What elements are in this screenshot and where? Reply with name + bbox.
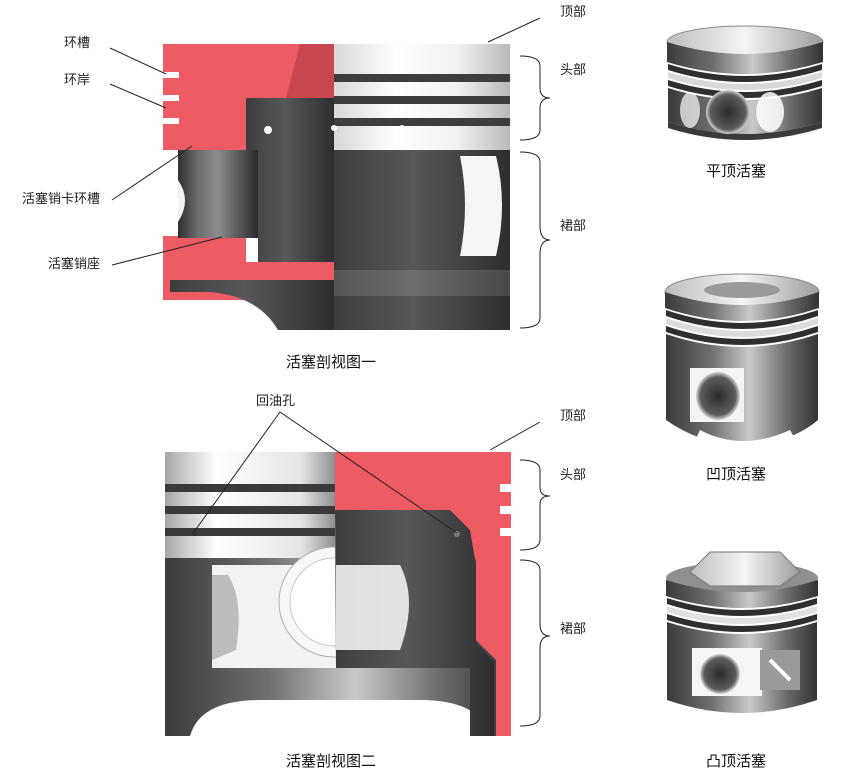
- brace-skirt-2: [519, 559, 551, 727]
- brace-skirt-1: [519, 151, 551, 329]
- label-head-2: 头部: [560, 468, 587, 483]
- label-top-2: 顶部: [560, 409, 587, 424]
- caption-section-view-1: 活塞剖视图一: [286, 353, 377, 371]
- section-view-1: [109, 17, 551, 330]
- section-red-area-2: [335, 452, 511, 736]
- skirt-body-1: [170, 280, 334, 330]
- concave-top-piston-image: [664, 273, 820, 459]
- section-view-2: [165, 411, 551, 736]
- caption-section-view-2: 活塞剖视图二: [286, 752, 377, 770]
- inner-cavity-1: [246, 98, 334, 262]
- label-top-1: 顶部: [560, 5, 587, 20]
- label-ring-land: 环岸: [64, 73, 91, 88]
- flat-top-piston-image: [666, 25, 824, 140]
- label-ring-groove: 环槽: [64, 36, 91, 51]
- caption-convex-top-piston: 凸顶活塞: [706, 752, 767, 770]
- caption-concave-top-piston: 凹顶活塞: [706, 465, 767, 483]
- brace-head-1: [519, 55, 551, 141]
- head-exterior-1: [334, 44, 510, 74]
- label-oil-hole: 回油孔: [256, 394, 296, 409]
- label-skirt-2: 裙部: [560, 622, 587, 637]
- label-head-1: 头部: [560, 63, 587, 78]
- caption-flat-top-piston: 平顶活塞: [706, 162, 767, 180]
- pin-bore-1: [178, 150, 258, 238]
- label-skirt-1: 裙部: [560, 219, 587, 234]
- label-pin-clip-groove: 活塞销卡环槽: [22, 192, 101, 207]
- convex-top-piston-image: [666, 551, 818, 713]
- head-exterior-2: [165, 452, 335, 484]
- label-pin-boss: 活塞销座: [48, 257, 101, 272]
- brace-head-2: [519, 459, 551, 551]
